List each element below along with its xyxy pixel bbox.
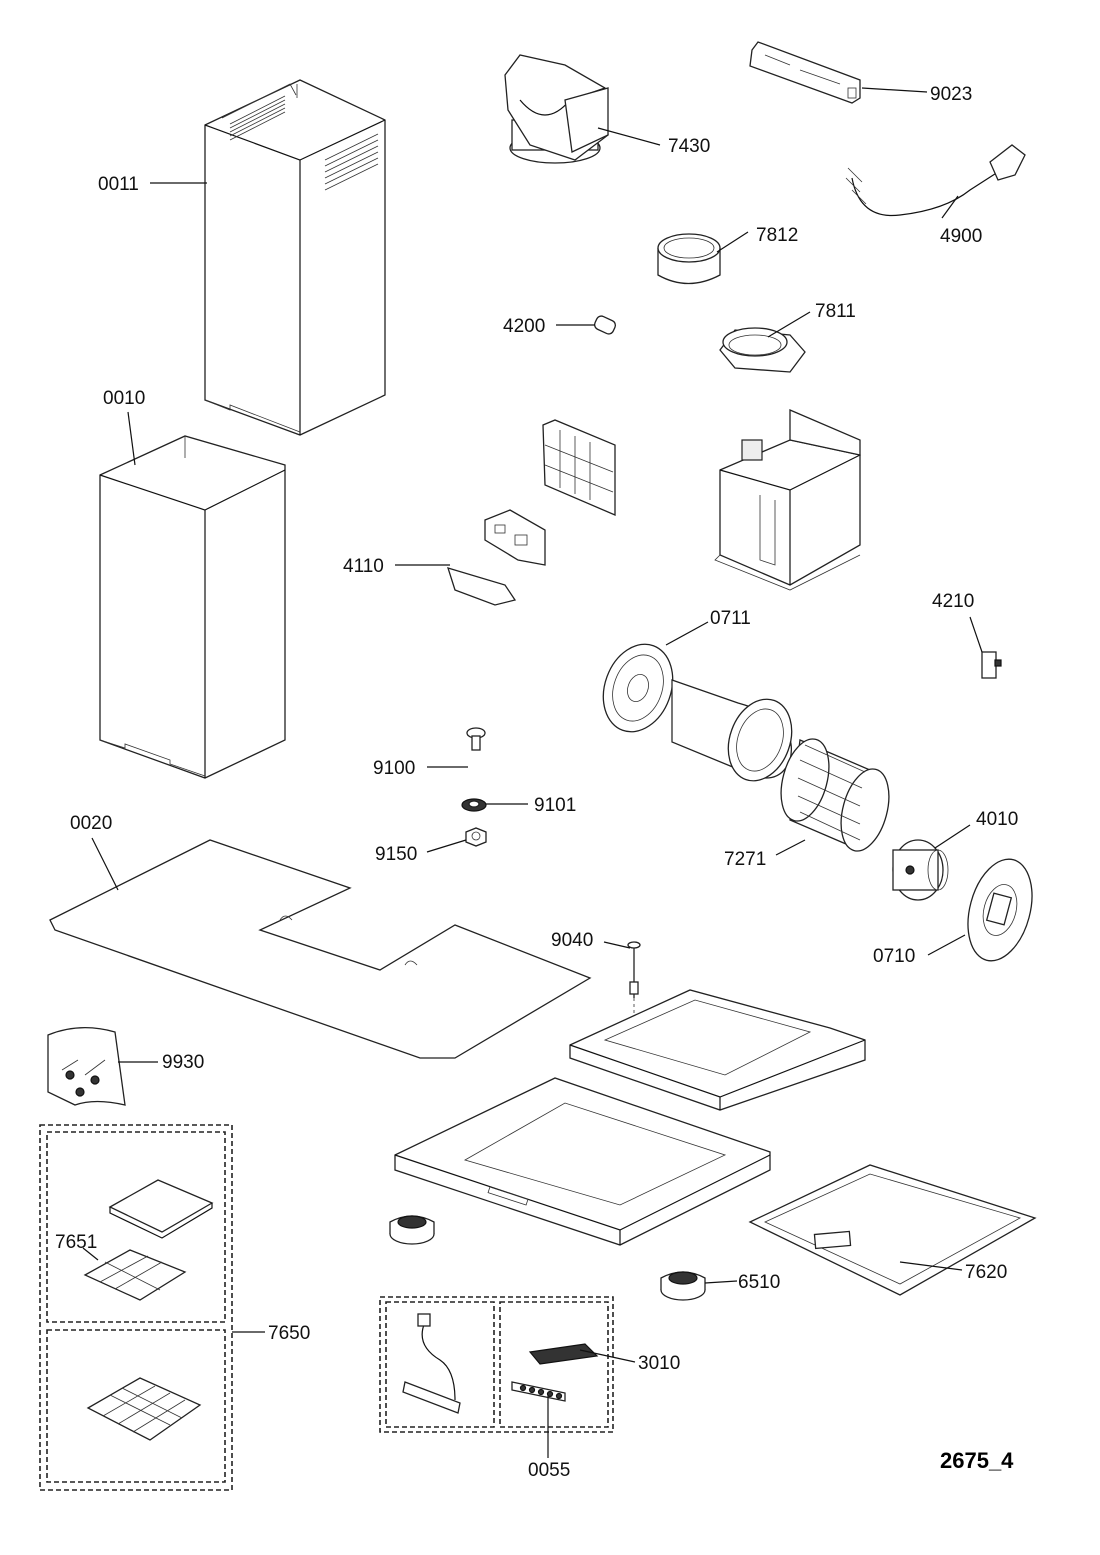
- label-4210: 4210: [932, 591, 974, 612]
- part-7811-flange: [719, 327, 806, 373]
- label-9101: 9101: [534, 795, 576, 816]
- part-4010-motor: [892, 839, 949, 901]
- label-9100: 9100: [373, 758, 415, 779]
- part-7651-filter-set: [83, 1179, 214, 1301]
- label-7620: 7620: [965, 1262, 1007, 1283]
- part-electronics-kit: [379, 1296, 614, 1433]
- label-9150: 9150: [375, 844, 417, 865]
- label-0711: 0711: [710, 608, 751, 629]
- part-0011-upper-chimney: [204, 79, 386, 436]
- label-7811: 7811: [815, 301, 856, 322]
- part-0020-panel: [49, 839, 592, 1059]
- label-4200: 4200: [503, 316, 545, 337]
- part-3010-switch-board: [528, 1343, 599, 1365]
- label-0055: 0055: [528, 1460, 570, 1481]
- part-4200-lamp: [593, 315, 617, 335]
- part-0710-fan-plate: [967, 858, 1033, 962]
- label-0710: 0710: [873, 946, 915, 967]
- part-scroll-housing: [671, 679, 793, 782]
- part-9040-screw: [627, 941, 641, 1018]
- label-6510: 6510: [738, 1272, 780, 1293]
- part-0711-fan-plate: [602, 643, 674, 733]
- part-7812-duct-collar: [657, 233, 721, 285]
- part-4900-power-cable: [845, 144, 1026, 217]
- part-7271-blower-wheel: [780, 738, 890, 852]
- part-mounting-frame: [569, 989, 866, 1111]
- label-7271: 7271: [724, 849, 766, 870]
- label-4010: 4010: [976, 809, 1018, 830]
- part-9100-screw: [466, 727, 486, 751]
- label-7812: 7812: [756, 225, 798, 246]
- part-9930-hardware-bag: [47, 1027, 126, 1106]
- part-7620-grease-filter: [748, 1164, 1037, 1296]
- part-0010-lower-chimney: [99, 435, 286, 779]
- label-7650: 7650: [268, 1323, 310, 1344]
- label-9040: 9040: [551, 930, 593, 951]
- part-7430-air-diverter: [504, 54, 609, 164]
- label-4110: 4110: [343, 556, 384, 577]
- label-9930: 9930: [162, 1052, 204, 1073]
- label-3010: 3010: [638, 1353, 680, 1374]
- part-7650-filter-kit: [39, 1124, 233, 1491]
- part-hood-frame: [394, 1077, 771, 1246]
- label-0020: 0020: [70, 813, 112, 834]
- part-9150-nut: [465, 827, 487, 847]
- part-filter-grid: [542, 419, 616, 516]
- label-9023: 9023: [930, 84, 972, 105]
- part-6510-knob: [389, 1215, 706, 1301]
- part-4110-control-board: [447, 509, 546, 606]
- label-7651: 7651: [55, 1232, 97, 1253]
- drawing-code: 2675_4: [940, 1448, 1014, 1473]
- label-0011: 0011: [98, 174, 139, 195]
- label-0010: 0010: [103, 388, 145, 409]
- part-0055-button-panel: [511, 1381, 566, 1402]
- leader-lines: [82, 87, 983, 1458]
- part-motor-housing: [714, 409, 861, 591]
- part-labels: 0011 0010 0020 7430 9023 4900 7812 4200 …: [55, 84, 1018, 1481]
- label-7430: 7430: [668, 136, 710, 157]
- label-4900: 4900: [940, 226, 982, 247]
- part-9101-washer: [461, 798, 487, 812]
- part-4210-switch: [981, 651, 1002, 679]
- part-carbon-filter-tray: [86, 1377, 202, 1441]
- part-9023-bracket: [749, 41, 861, 104]
